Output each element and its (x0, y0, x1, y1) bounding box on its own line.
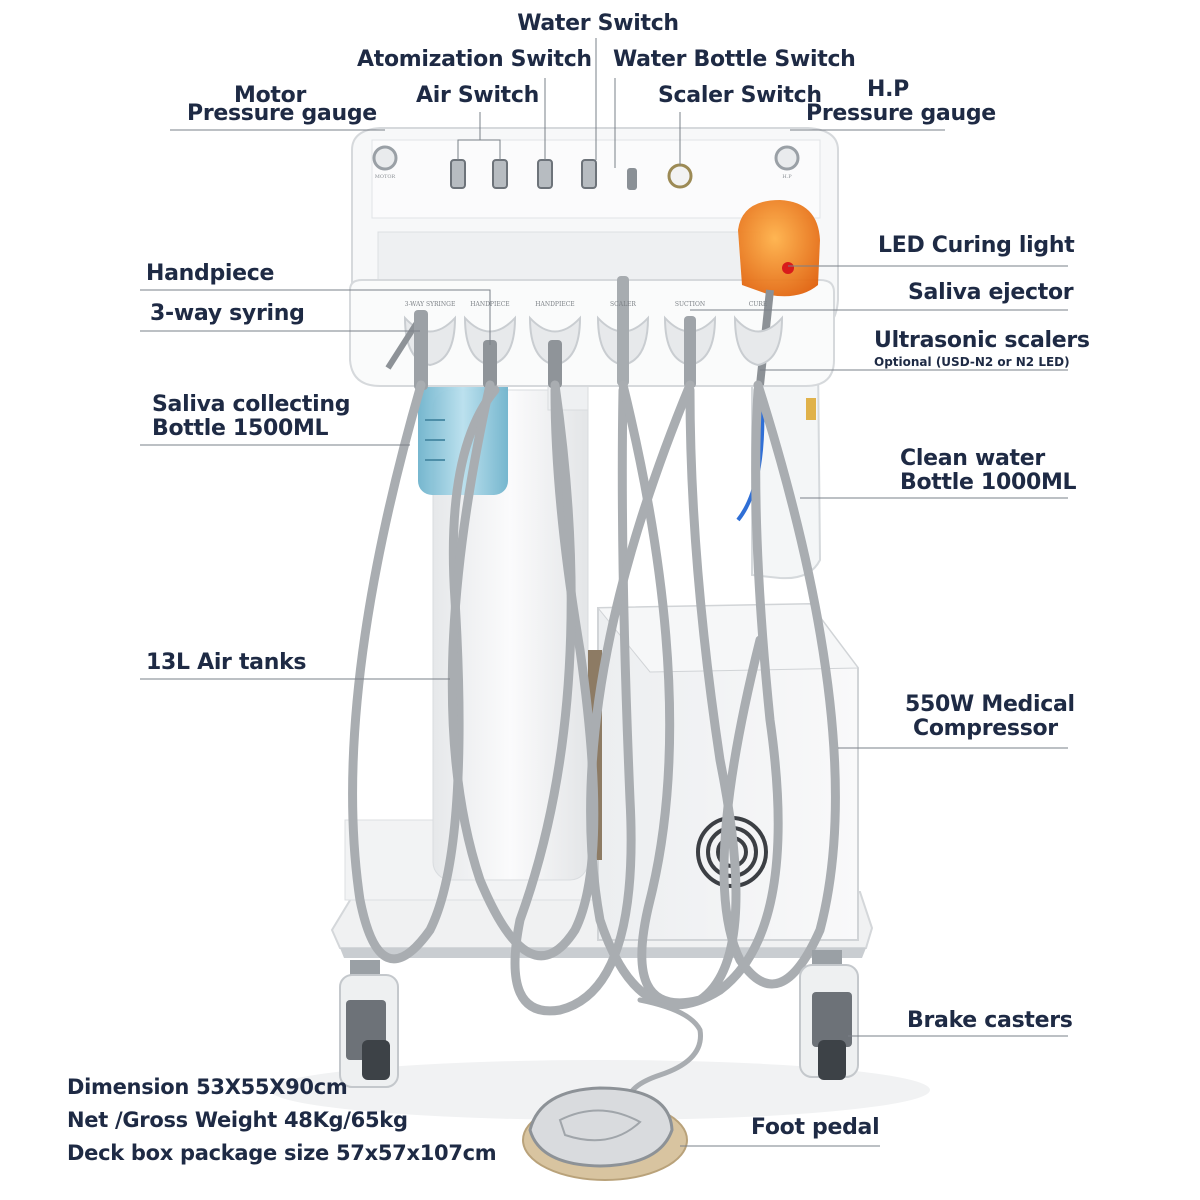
label-saliva-ejector: Saliva ejector (908, 280, 1074, 305)
leader-lines (140, 38, 1068, 1147)
tray-holder-label: CURE (749, 301, 768, 308)
tray-holder-label: HANDPIECE (470, 301, 509, 308)
gauge-label: H.P (782, 174, 792, 180)
instruments (385, 276, 696, 390)
spec-package-size: Deck box package size 57x57x107cm (67, 1141, 497, 1165)
label-water-bottle-switch: Water Bottle Switch (613, 47, 856, 72)
label-ultrasonic-optional: Optional (USD-N2 or N2 LED) (874, 355, 1070, 369)
spec-weight: Net /Gross Weight 48Kg/65kg (67, 1108, 408, 1132)
label-compressor-2: Compressor (913, 716, 1058, 741)
label-scaler-switch: Scaler Switch (658, 83, 822, 108)
label-clean-water-capacity: Bottle 1000ML (900, 470, 1077, 495)
air-switch-knob (450, 159, 466, 189)
label-atomization-switch: Atomization Switch (357, 47, 592, 72)
atomization-switch-knob (537, 159, 553, 189)
label-saliva-bottle: Saliva collecting (152, 392, 351, 417)
label-water-switch: Water Switch (517, 11, 679, 36)
switch-knobs (450, 159, 693, 190)
label-three-way-syringe: 3-way syring (150, 301, 305, 326)
label-air-switch: Air Switch (416, 83, 540, 108)
label-hp-pressure-gauge: Pressure gauge (806, 101, 996, 126)
label-motor-pressure-gauge: Pressure gauge (187, 101, 377, 126)
scaler-switch-knob (667, 163, 693, 189)
label-handpiece: Handpiece (146, 261, 275, 286)
control-deck (349, 127, 839, 387)
label-clean-water: Clean water (900, 446, 1045, 471)
motor-pressure-gauge (372, 145, 398, 171)
water-bottle-switch-toggle (627, 168, 637, 190)
tray-holder-label: SUCTION (675, 301, 705, 308)
water-switch-knob (581, 159, 597, 189)
hoses (348, 380, 840, 1103)
tray-holder-label: 3-WAY SYRINGE (405, 301, 456, 308)
label-led-curing-light: LED Curing light (878, 233, 1075, 258)
gauge-label: MOTOR (375, 174, 396, 180)
tray-holder-label: HANDPIECE (535, 301, 574, 308)
air-switch-knob-2 (492, 159, 508, 189)
label-foot-pedal: Foot pedal (751, 1115, 880, 1140)
label-ultrasonic-scalers: Ultrasonic scalers (874, 328, 1090, 353)
label-brake-casters: Brake casters (907, 1008, 1073, 1033)
leader-air-switch (457, 112, 501, 160)
spec-dimension: Dimension 53X55X90cm (67, 1075, 348, 1099)
label-saliva-bottle-capacity: Bottle 1500ML (152, 416, 329, 441)
hp-pressure-gauge (774, 145, 800, 171)
foot-pedal (522, 1086, 688, 1181)
label-motor: Motor (234, 83, 306, 108)
label-hp: H.P (867, 77, 909, 102)
brake-caster-left (339, 960, 399, 1088)
tray-holder-label: SCALER (610, 301, 636, 308)
label-compressor: 550W Medical (905, 692, 1075, 717)
leader-handpiece (140, 289, 491, 345)
label-air-tanks: 13L Air tanks (146, 650, 307, 675)
brake-caster-right (799, 950, 859, 1080)
